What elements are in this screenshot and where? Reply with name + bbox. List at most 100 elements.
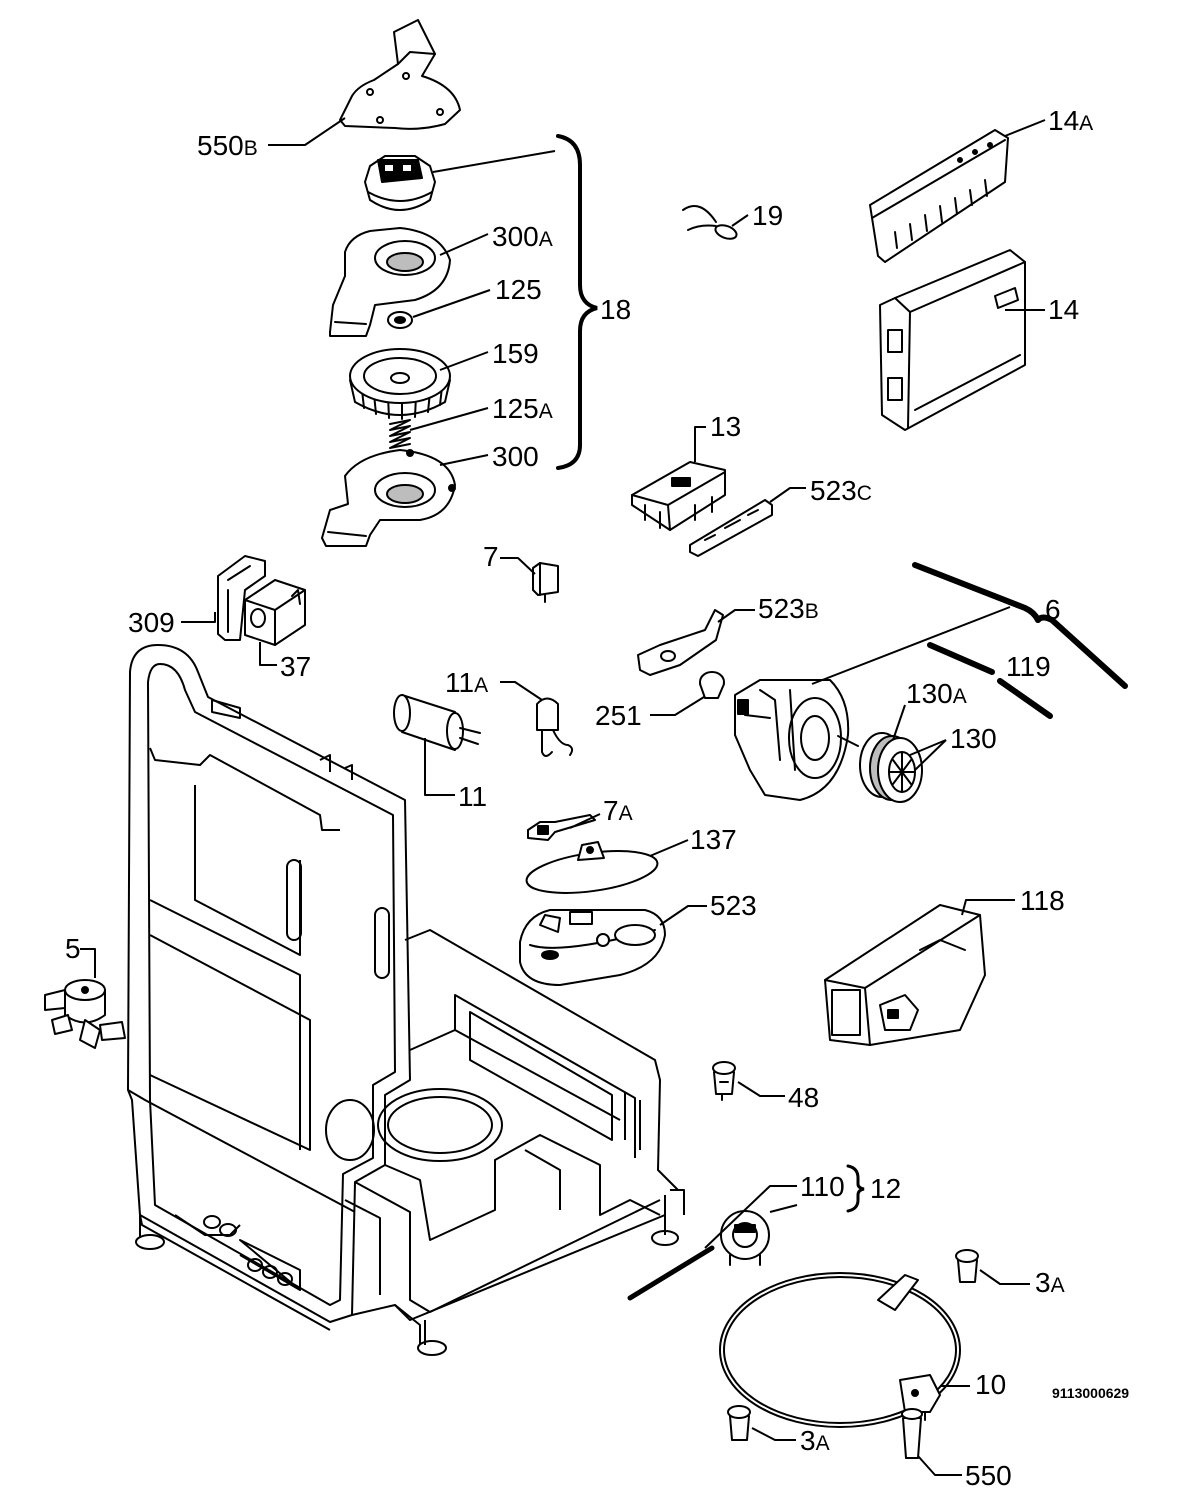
callout-137: 137 — [690, 824, 737, 855]
leader-7 — [500, 557, 536, 575]
part-110-drawing — [627, 1210, 770, 1301]
callout-37: 37 — [280, 651, 311, 682]
leader-550b — [268, 117, 346, 146]
callout-125a: 125A — [492, 393, 553, 424]
callout-3a-right: 3A — [1035, 1267, 1065, 1298]
part-11a-drawing — [536, 697, 574, 757]
part-550-drawing — [901, 1408, 923, 1459]
leader-3a-left — [751, 1427, 796, 1441]
callout-3a-left: 3A — [800, 1425, 830, 1456]
callout-110: 110 — [800, 1171, 845, 1202]
drawing-number: 9113000629 — [1052, 1385, 1129, 1401]
leader-13 — [694, 426, 706, 462]
leader-137 — [649, 839, 689, 857]
part-118-drawing — [824, 904, 986, 1046]
callout-159: 159 — [492, 338, 539, 369]
part-300a-drawing — [329, 227, 451, 337]
part-3a-right-drawing — [955, 1249, 979, 1283]
part-7-drawing — [532, 562, 559, 603]
part-19-drawing — [682, 205, 738, 240]
leader-130 — [909, 739, 947, 771]
leader-3a-right — [979, 1269, 1030, 1285]
leader-11a — [500, 681, 543, 701]
callout-5: 5 — [65, 933, 81, 964]
callout-130: 130 — [950, 723, 997, 754]
leader-550 — [917, 1455, 962, 1476]
leader-118 — [961, 899, 1015, 916]
part-11-drawing — [393, 694, 481, 751]
part-125-drawing — [387, 311, 413, 329]
leader-6 — [811, 606, 1011, 685]
part-3a-left-drawing — [727, 1405, 751, 1441]
callout-12: 12 — [870, 1173, 901, 1204]
callout-125: 125 — [495, 274, 542, 305]
leader-125a — [409, 407, 489, 431]
part-130-drawing — [859, 732, 923, 803]
callout-300a: 300A — [492, 221, 553, 252]
leader-14a — [1004, 119, 1046, 137]
leader-523b — [717, 609, 755, 623]
callout-119: 119 — [1006, 651, 1051, 682]
brace-12 — [846, 1164, 865, 1213]
part-48-drawing — [712, 1061, 736, 1101]
callout-550b: 550B — [197, 130, 258, 161]
part-523b-drawing — [637, 609, 724, 676]
leader-37 — [259, 642, 277, 666]
part-550b-drawing — [339, 19, 461, 130]
leader-523 — [659, 905, 707, 926]
part-137-drawing — [525, 841, 659, 894]
part-309-drawing — [217, 555, 266, 641]
part-159-drawing — [349, 348, 451, 420]
callout-14a: 14A — [1048, 105, 1093, 136]
callout-18: 18 — [600, 294, 631, 325]
part-37-drawing — [244, 579, 306, 646]
callout-251: 251 — [595, 700, 642, 731]
part-5-drawing — [44, 979, 126, 1049]
callout-10: 10 — [975, 1369, 1006, 1400]
base-frame-drawing — [127, 644, 685, 1356]
callout-13: 13 — [710, 411, 741, 442]
brace-119 — [927, 642, 1053, 719]
part-300-drawing — [321, 449, 456, 547]
leader-7a — [569, 813, 601, 829]
callout-11a: 11A — [445, 667, 488, 698]
callout-550: 550 — [965, 1460, 1012, 1491]
callout-14: 14 — [1048, 294, 1079, 325]
brace-18 — [556, 134, 598, 470]
leader-159 — [439, 351, 489, 371]
callout-6: 6 — [1045, 594, 1061, 625]
part-14-drawing — [879, 249, 1026, 431]
callout-523: 523 — [710, 890, 757, 921]
part-523c-drawing — [689, 499, 773, 557]
part-125a-drawing — [389, 419, 411, 449]
part-523-drawing — [519, 909, 666, 986]
leader-19 — [731, 214, 749, 227]
leader-11 — [424, 738, 455, 796]
callout-130a: 130A — [906, 678, 967, 709]
leader-309 — [181, 612, 216, 623]
callout-19: 19 — [752, 200, 783, 231]
callout-48: 48 — [788, 1082, 819, 1113]
callout-11: 11 — [458, 781, 487, 812]
leader-48 — [737, 1081, 785, 1097]
leader-5 — [80, 948, 96, 978]
callout-300: 300 — [492, 441, 539, 472]
part-14a-drawing — [869, 129, 1009, 263]
callout-7a: 7A — [603, 795, 633, 826]
callout-523b: 523B — [758, 593, 819, 624]
callout-118: 118 — [1020, 885, 1065, 916]
callout-7: 7 — [483, 541, 499, 572]
leader-110 — [704, 1185, 798, 1249]
callout-523c: 523C — [810, 475, 872, 506]
assembly-18-top-unit-drawing — [364, 155, 436, 211]
leader-18-top — [432, 150, 556, 173]
leader-251 — [650, 696, 705, 716]
leader-125 — [412, 289, 491, 318]
part-6-drawing — [734, 679, 859, 801]
part-251-drawing — [699, 671, 725, 699]
brace-6 — [912, 562, 1128, 689]
leader-300a — [439, 233, 489, 256]
part-13-drawing — [631, 461, 726, 531]
leader-300 — [439, 454, 489, 466]
